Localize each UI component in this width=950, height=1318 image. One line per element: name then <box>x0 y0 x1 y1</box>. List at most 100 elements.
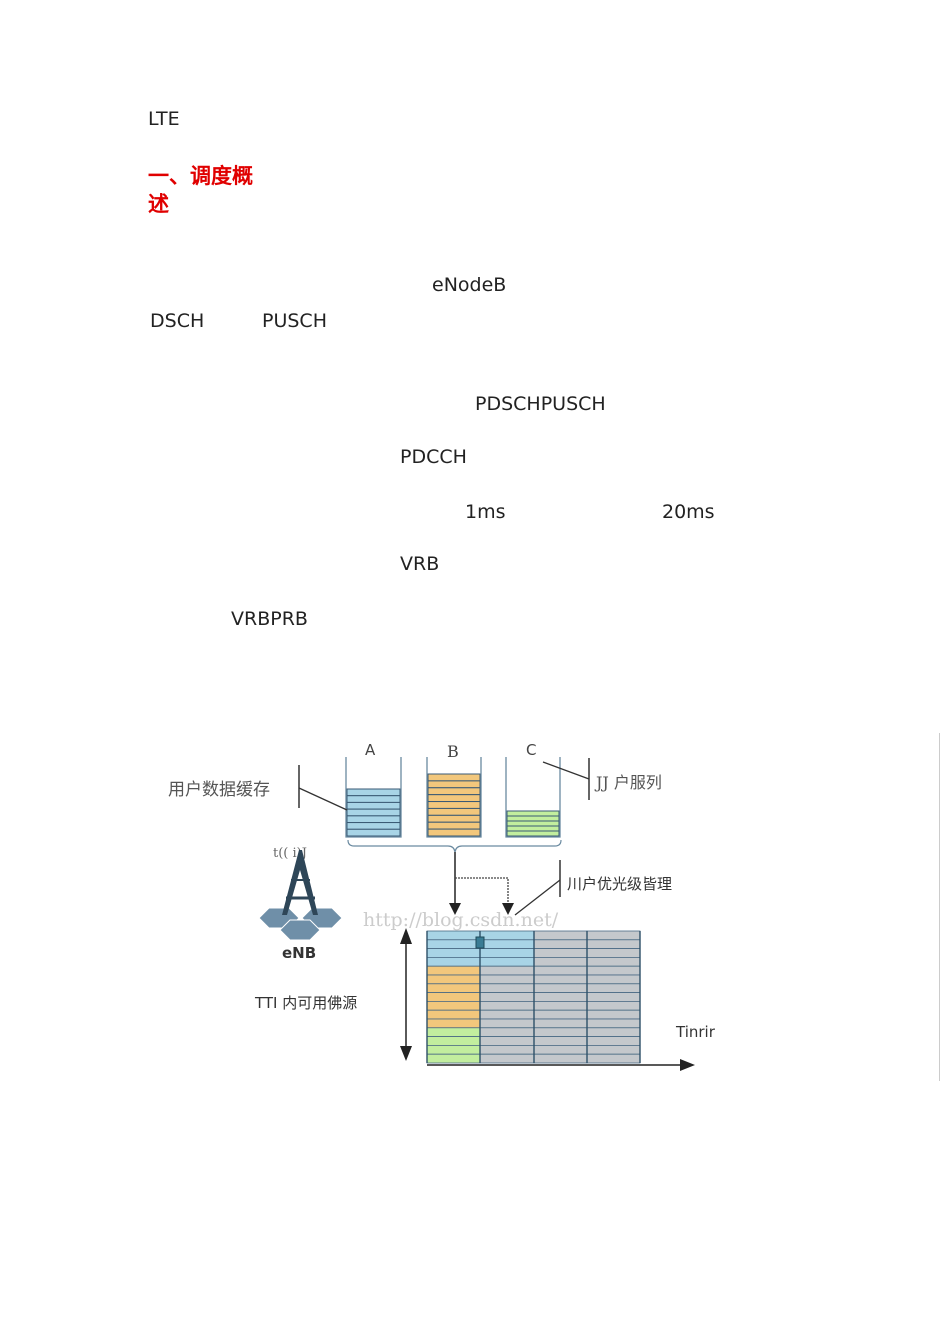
resource-block <box>533 1053 588 1064</box>
resource-block <box>586 974 641 985</box>
resource-block <box>479 1036 535 1046</box>
buffer-label: 用户数据缓存 <box>168 780 270 800</box>
resource-block <box>586 1053 641 1064</box>
resource-block <box>479 948 535 958</box>
time-label: Tinrir <box>675 1023 716 1041</box>
resource-block <box>426 1027 481 1038</box>
highlight-block <box>475 936 485 949</box>
text-pdcch: PDCCH <box>400 446 467 468</box>
text-vrbprb: VRBPRB <box>231 608 308 630</box>
page-edge-line <box>939 733 940 1081</box>
buffer-cell <box>427 828 481 837</box>
bucket-outline <box>426 757 482 838</box>
buffer-cell <box>506 825 560 832</box>
section-heading-line1: 一、调度概 <box>148 164 253 188</box>
text-dsch: DSCH <box>150 310 205 332</box>
resource-block <box>426 992 481 1002</box>
queue-label-c: C <box>526 741 536 759</box>
section-heading: 一、调度概 述 <box>148 162 253 218</box>
resource-block <box>479 1009 535 1020</box>
buffer-cell <box>506 810 560 817</box>
text-20ms: 20ms <box>662 501 715 523</box>
resource-block <box>533 1045 588 1055</box>
resource-block <box>426 957 481 967</box>
enb-label: eNB <box>282 944 316 962</box>
buffer-cell <box>346 808 401 817</box>
arrow-head <box>400 1046 412 1061</box>
resource-block <box>426 1018 481 1029</box>
arrow-head <box>400 928 412 944</box>
buffer-cell <box>346 801 401 810</box>
buffer-cell <box>427 807 481 816</box>
resource-block <box>533 1036 588 1046</box>
resource-block <box>426 939 481 949</box>
resource-block <box>586 1001 641 1011</box>
resource-block <box>426 948 481 958</box>
buffer-cell <box>506 830 560 837</box>
cell-hexagon-icon <box>279 919 321 941</box>
resource-block <box>479 1045 535 1055</box>
resource-block <box>533 983 588 993</box>
resource-block <box>479 1001 535 1011</box>
buffer-cell <box>346 828 401 837</box>
resource-block <box>586 939 641 949</box>
priority-label: 川户优光级皆理 <box>567 875 672 893</box>
resource-block <box>533 1009 588 1020</box>
resource-block <box>586 948 641 958</box>
resource-block <box>426 965 481 976</box>
dotted-arrow-line <box>455 877 509 905</box>
buffer-cell <box>427 780 481 789</box>
resource-block <box>533 957 588 967</box>
resource-block <box>533 930 588 941</box>
brace <box>347 839 562 853</box>
buffer-cell <box>506 815 560 822</box>
arrow-head <box>449 903 461 915</box>
resource-block <box>479 992 535 1002</box>
resource-block <box>479 1018 535 1029</box>
queue-label-a: A <box>365 741 376 759</box>
doc-title: LTE <box>148 108 180 130</box>
resource-block <box>426 974 481 985</box>
resource-block <box>533 965 588 976</box>
buffer-cell <box>346 795 401 803</box>
resource-block <box>533 992 588 1002</box>
arrow-head <box>502 903 514 915</box>
bucket-outline <box>345 757 402 838</box>
resource-block <box>586 1045 641 1055</box>
resource-block <box>533 974 588 985</box>
buffer-cell <box>346 822 401 830</box>
resource-block <box>426 983 481 993</box>
text-enodeb: eNodeB <box>432 274 507 296</box>
text-1ms: 1ms <box>465 501 506 523</box>
buffer-cell <box>427 814 481 823</box>
resource-block <box>479 983 535 993</box>
resource-block <box>426 1001 481 1011</box>
resource-block <box>586 1009 641 1020</box>
tti-resource-label: TTI 内可用佛源 <box>254 994 357 1012</box>
resource-block <box>586 1036 641 1046</box>
resource-block <box>479 939 535 949</box>
resource-block <box>533 948 588 958</box>
arrow-head <box>680 1059 695 1071</box>
text-vrb: VRB <box>400 553 440 575</box>
bucket-outline <box>505 757 561 838</box>
resource-block <box>479 957 535 967</box>
resource-block <box>479 965 535 976</box>
resource-block <box>586 1027 641 1038</box>
resource-block <box>586 957 641 967</box>
resource-block <box>426 1009 481 1020</box>
buffer-cell <box>427 787 481 796</box>
resource-block <box>479 974 535 985</box>
buffer-cell <box>427 801 481 809</box>
resource-block <box>586 983 641 993</box>
resource-block <box>479 1027 535 1038</box>
resource-block <box>426 1053 481 1064</box>
resource-block <box>586 965 641 976</box>
resource-block <box>426 1036 481 1046</box>
resource-block <box>479 1053 535 1064</box>
buffer-cell <box>346 815 401 824</box>
resource-block <box>533 939 588 949</box>
resource-block <box>586 1018 641 1029</box>
resource-block <box>586 992 641 1002</box>
